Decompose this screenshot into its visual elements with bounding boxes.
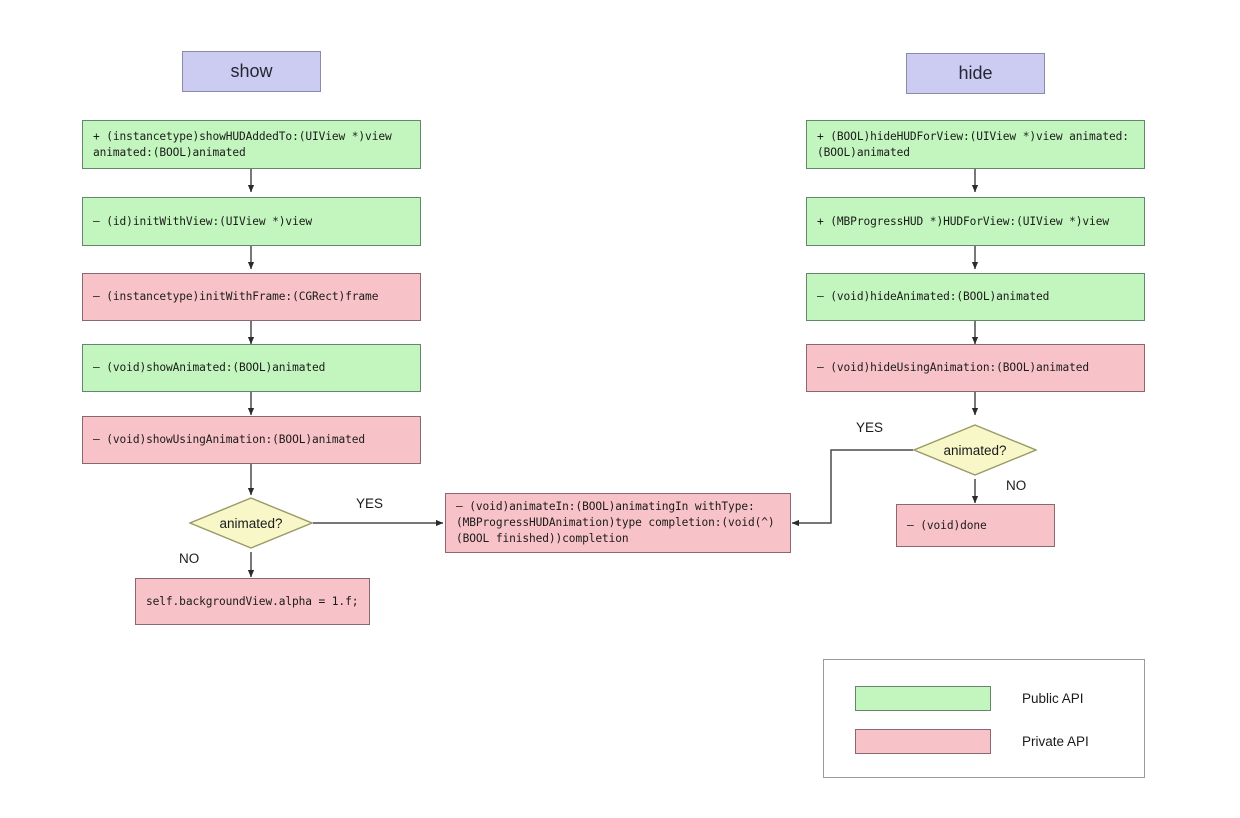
show-decision-animated[interactable]: animated? (189, 497, 313, 549)
show-no-label: NO (179, 551, 200, 566)
show-step-4-label: – (void)showAnimated:(BOOL)animated (93, 361, 326, 374)
show-yes-label: YES (356, 496, 384, 511)
hide-step-1-label: + (BOOL)hideHUDForView:(UIView *)view an… (817, 129, 1129, 159)
show-step-1-label: + (instancetype)showHUDAddedTo:(UIView *… (93, 129, 392, 159)
hide-yes-label: YES (856, 420, 884, 435)
hide-no-branch-node[interactable]: – (void)done (896, 504, 1055, 547)
hide-header: hide (906, 53, 1045, 94)
show-header: show (182, 51, 321, 92)
hide-step-3-label: – (void)hideAnimated:(BOOL)animated (817, 290, 1050, 303)
show-step-4[interactable]: – (void)showAnimated:(BOOL)animated (82, 344, 421, 392)
legend-label-private: Private API (1022, 734, 1089, 749)
edge-hide-decision-yes (791, 449, 913, 527)
show-step-2-label: – (id)initWithView:(UIView *)view (93, 214, 312, 228)
show-header-label: show (230, 61, 273, 81)
hide-decision-label: animated? (943, 442, 1007, 458)
show-step-5-label: – (void)showUsingAnimation:(BOOL)animate… (93, 433, 366, 446)
show-step-1[interactable]: + (instancetype)showHUDAddedTo:(UIView *… (82, 120, 421, 169)
hide-header-label: hide (958, 63, 993, 83)
legend-container (823, 659, 1145, 778)
show-step-5[interactable]: – (void)showUsingAnimation:(BOOL)animate… (82, 416, 421, 464)
hide-no-branch-label: – (void)done (907, 518, 987, 532)
show-no-branch-node[interactable]: self.backgroundView.alpha = 1.f; (135, 578, 370, 625)
hide-step-3[interactable]: – (void)hideAnimated:(BOOL)animated (806, 273, 1145, 321)
hide-step-1[interactable]: + (BOOL)hideHUDForView:(UIView *)view an… (806, 120, 1145, 169)
hide-step-4-label: – (void)hideUsingAnimation:(BOOL)animate… (817, 361, 1090, 374)
hide-step-2[interactable]: + (MBProgressHUD *)HUDForView:(UIView *)… (806, 197, 1145, 246)
hide-step-4[interactable]: – (void)hideUsingAnimation:(BOOL)animate… (806, 344, 1145, 392)
legend-swatch-public (855, 686, 991, 711)
show-step-3-label: – (instancetype)initWithFrame:(CGRect)fr… (93, 290, 379, 303)
hide-no-label: NO (1006, 478, 1027, 493)
shared-animate-in-label: – (void)animateIn:(BOOL)animatingIn with… (456, 500, 775, 545)
hide-decision-animated[interactable]: animated? (913, 424, 1037, 476)
legend-label-public: Public API (1022, 691, 1084, 706)
show-step-2[interactable]: – (id)initWithView:(UIView *)view (82, 197, 421, 246)
show-no-branch-label: self.backgroundView.alpha = 1.f; (146, 594, 359, 608)
shared-animate-in-node[interactable]: – (void)animateIn:(BOOL)animatingIn with… (445, 493, 791, 553)
legend-swatch-private (855, 729, 991, 754)
hide-step-2-label: + (MBProgressHUD *)HUDForView:(UIView *)… (817, 214, 1109, 228)
show-decision-label: animated? (219, 515, 283, 531)
show-step-3[interactable]: – (instancetype)initWithFrame:(CGRect)fr… (82, 273, 421, 321)
